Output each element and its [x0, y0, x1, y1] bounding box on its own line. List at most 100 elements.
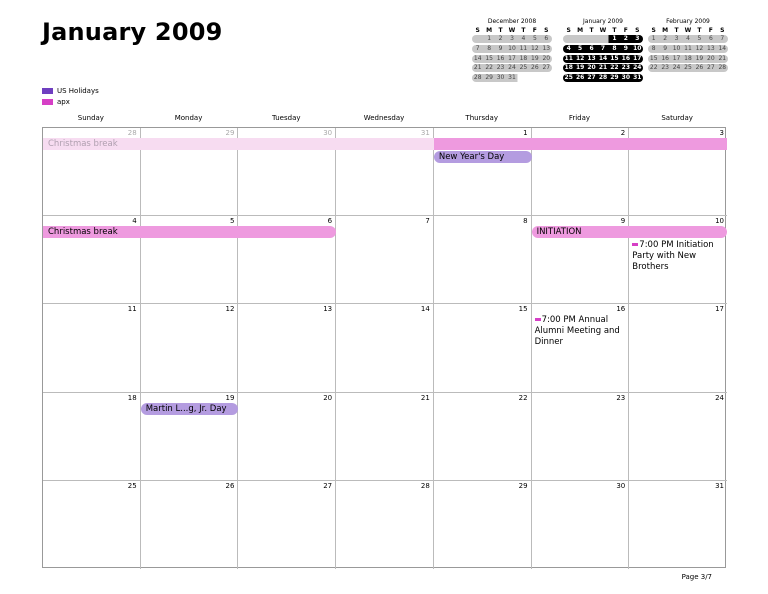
mini-day[interactable]: 23	[496, 64, 505, 72]
mini-day[interactable]: 5	[532, 35, 537, 42]
mini-day[interactable]: 8	[487, 44, 492, 52]
timed-event[interactable]: 7:00 PM Annual Alumni Meeting and Dinner	[534, 315, 625, 348]
mini-day[interactable]: 21	[473, 64, 482, 72]
mini-day[interactable]: 10	[672, 44, 681, 52]
mini-day[interactable]: 3	[510, 35, 514, 42]
mini-day[interactable]: 24	[672, 64, 681, 72]
all-day-event[interactable]: INITIATION	[531, 226, 727, 239]
mini-day[interactable]: 19	[695, 54, 704, 62]
mini-day[interactable]: 25	[519, 64, 528, 72]
mini-day[interactable]: 24	[508, 64, 516, 72]
day-cell[interactable]: 19	[140, 392, 239, 481]
mini-day[interactable]: 22	[485, 64, 493, 72]
mini-day[interactable]: 14	[598, 54, 608, 62]
mini-day[interactable]: 19	[575, 64, 585, 72]
mini-day[interactable]: 1	[487, 35, 492, 42]
mini-day[interactable]: 25	[684, 64, 692, 72]
all-day-event[interactable]: Christmas break	[43, 138, 434, 150]
mini-day[interactable]: 16	[621, 54, 631, 62]
day-cell[interactable]: 5	[140, 216, 239, 305]
day-cell[interactable]: 3	[629, 128, 727, 217]
mini-day[interactable]: 7	[600, 44, 606, 52]
day-cell[interactable]: 8	[433, 216, 532, 305]
mini-day[interactable]: 11	[684, 44, 692, 52]
mini-day[interactable]: 11	[564, 54, 573, 62]
day-cell[interactable]: 24	[629, 393, 727, 481]
day-cell[interactable]: 18	[43, 392, 141, 481]
mini-day[interactable]: 25	[564, 74, 573, 82]
mini-day[interactable]: 19	[531, 54, 539, 62]
mini-day[interactable]: 5	[697, 35, 702, 42]
day-cell[interactable]: 9	[531, 216, 630, 305]
mini-day[interactable]: 1	[612, 35, 617, 42]
mini-day[interactable]: 8	[651, 44, 656, 52]
mini-day[interactable]: 17	[633, 54, 642, 62]
mini-day[interactable]: 22	[610, 64, 619, 72]
mini-day[interactable]: 3	[635, 35, 640, 42]
mini-day[interactable]: 21	[718, 54, 727, 62]
all-day-event[interactable]: New Year's Day	[433, 151, 532, 163]
mini-day[interactable]: 4	[521, 35, 526, 42]
mini-day[interactable]: 14	[718, 44, 727, 52]
mini-day[interactable]: 5	[578, 44, 583, 52]
mini-day[interactable]: 8	[612, 44, 617, 52]
day-cell[interactable]: 4	[43, 216, 141, 305]
mini-day[interactable]: 2	[663, 35, 668, 42]
mini-day[interactable]: 27	[587, 74, 596, 82]
mini-day[interactable]: 16	[661, 54, 669, 62]
mini-day[interactable]: 10	[633, 44, 642, 52]
day-cell[interactable]: 26	[141, 480, 239, 569]
mini-day[interactable]: 28	[473, 74, 482, 82]
mini-day[interactable]: 6	[589, 44, 594, 52]
mini-day[interactable]: 26	[695, 64, 704, 72]
day-cell[interactable]: 2	[531, 128, 630, 217]
all-day-event[interactable]: Martin L...g, Jr. Day	[140, 402, 239, 415]
mini-day[interactable]: 23	[661, 64, 669, 72]
day-cell[interactable]: 13	[238, 304, 337, 393]
mini-day[interactable]: 11	[519, 44, 528, 52]
mini-day[interactable]: 7	[475, 44, 480, 52]
mini-day[interactable]: 1	[651, 35, 656, 42]
mini-day[interactable]: 29	[610, 74, 619, 82]
mini-day[interactable]: 23	[621, 64, 631, 72]
mini-day[interactable]: 26	[575, 74, 585, 82]
mini-day[interactable]: 31	[633, 74, 642, 82]
day-cell[interactable]: 16	[531, 304, 630, 393]
mini-day[interactable]: 22	[649, 64, 658, 72]
day-cell[interactable]: 29	[434, 480, 532, 569]
timed-event[interactable]: 7:00 PM Initiation Party with New Brothe…	[632, 240, 722, 273]
mini-day[interactable]: 24	[633, 64, 642, 72]
mini-day[interactable]: 21	[598, 64, 608, 72]
mini-day[interactable]: 30	[621, 74, 631, 82]
all-day-event[interactable]: Christmas break	[43, 226, 337, 239]
mini-day[interactable]: 18	[519, 54, 528, 62]
mini-day[interactable]: 9	[663, 44, 668, 52]
day-cell[interactable]: 31	[629, 481, 727, 569]
mini-day[interactable]: 12	[695, 44, 704, 52]
day-cell[interactable]: 29	[140, 128, 239, 217]
mini-day[interactable]: 31	[508, 74, 516, 82]
mini-day[interactable]: 9	[498, 44, 503, 52]
mini-day[interactable]: 9	[623, 44, 628, 52]
mini-day[interactable]: 6	[544, 35, 549, 42]
mini-day[interactable]: 16	[496, 54, 505, 62]
day-cell[interactable]: 12	[140, 304, 239, 393]
mini-day[interactable]: 20	[707, 54, 715, 62]
mini-day[interactable]: 12	[575, 54, 585, 62]
day-cell[interactable]: 7	[336, 216, 434, 305]
day-cell[interactable]: 22	[433, 392, 532, 481]
day-cell[interactable]: 6	[238, 216, 337, 305]
mini-day[interactable]: 27	[542, 64, 551, 72]
day-cell[interactable]: 28	[336, 480, 434, 569]
day-cell[interactable]: 10	[629, 216, 727, 305]
day-cell[interactable]: 31	[336, 128, 434, 217]
mini-day[interactable]: 14	[473, 54, 482, 62]
day-cell[interactable]: 30	[238, 128, 337, 217]
mini-day[interactable]: 10	[508, 44, 516, 52]
mini-day[interactable]: 6	[708, 35, 713, 42]
mini-day[interactable]: 15	[649, 54, 658, 62]
mini-day[interactable]: 2	[498, 35, 503, 42]
day-cell[interactable]: 11	[43, 304, 141, 393]
mini-day[interactable]: 20	[542, 54, 551, 62]
day-cell[interactable]: 15	[433, 304, 532, 393]
